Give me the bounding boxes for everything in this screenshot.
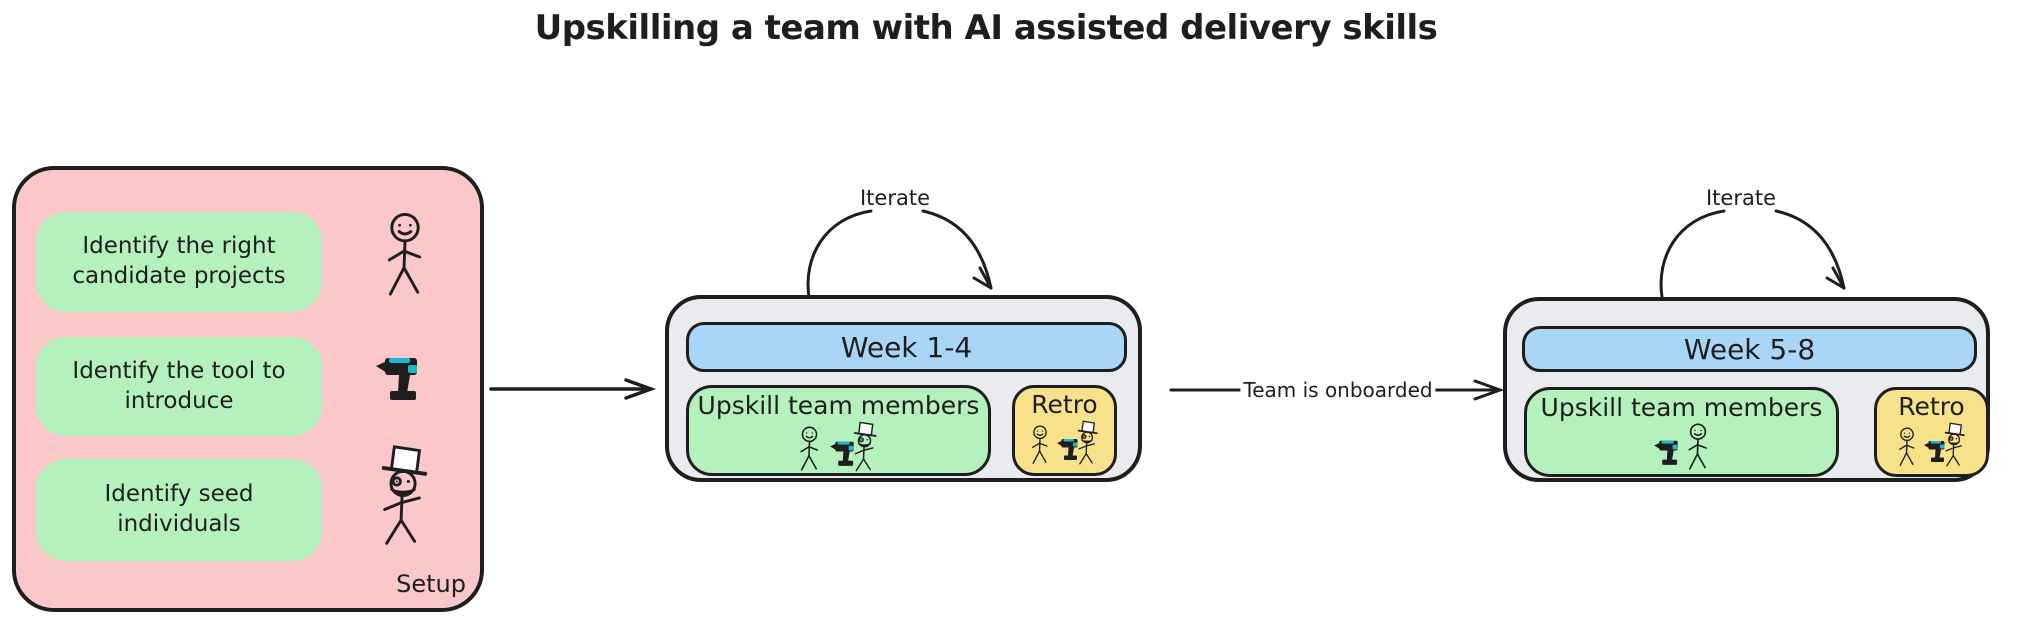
setup-item-identify-seeds: Identify seed individuals <box>36 459 322 561</box>
setup-group-label: Setup <box>396 570 466 598</box>
iterate-loop-arrow <box>1659 209 1846 299</box>
tophat-person-icon <box>376 443 432 549</box>
week-label: Week 1-4 <box>840 330 973 364</box>
phase2-card: Week 5-8 Upskill team members Retro <box>1503 297 1990 482</box>
setup-item-identify-tool: Identify the tool to introduce <box>36 337 322 436</box>
retro-icon-row <box>1897 422 1967 468</box>
week-banner: Week 1-4 <box>686 322 1127 372</box>
task-card: Upskill team members <box>1524 387 1839 477</box>
drill-icon <box>374 348 428 402</box>
drill-icon <box>1923 436 1950 463</box>
smiley-person-icon <box>798 426 821 473</box>
phase1-to-phase2-arrow: Team is onboarded <box>1168 374 1508 406</box>
iterate-label: Iterate <box>1705 186 1776 210</box>
retro-icon-row <box>1030 420 1100 466</box>
setup-item-label: Identify seed individuals <box>104 481 254 537</box>
week-label: Week 5-8 <box>1683 332 1816 366</box>
setup-item-identify-projects: Identify the right candidate projects <box>36 212 322 312</box>
iterate-label: Iterate <box>859 186 930 210</box>
smiley-person-icon <box>1897 427 1917 468</box>
setup-item-label: Identify the tool to introduce <box>72 357 286 414</box>
drill-icon <box>829 436 860 467</box>
retro-label: Retro <box>1031 390 1098 419</box>
page-title: Upskilling a team with AI assisted deliv… <box>534 8 1438 48</box>
setup-item-label: Identify the right candidate projects <box>72 233 286 289</box>
iterate-loop-arrow <box>806 209 993 299</box>
task-card: Upskill team members <box>686 385 991 476</box>
setup-to-phase1-arrow <box>489 378 657 400</box>
retro-card: Retro <box>1012 385 1117 476</box>
smiley-person-icon <box>1030 425 1050 466</box>
task-label: Upskill team members <box>697 391 980 420</box>
transition-label: Team is onboarded <box>1240 378 1436 402</box>
week-banner: Week 5-8 <box>1522 326 1977 372</box>
phase1-card: Week 1-4 Upskill team members Retro <box>665 295 1142 482</box>
smiley-person-icon <box>383 212 427 300</box>
task-label: Upskill team members <box>1540 393 1823 422</box>
drill-icon <box>1056 434 1083 461</box>
retro-label: Retro <box>1898 392 1965 421</box>
retro-card: Retro <box>1874 387 1989 477</box>
smiley-person-icon <box>1686 423 1710 472</box>
task-icon-row <box>798 421 879 473</box>
task-icon-row <box>1653 423 1710 472</box>
drill-icon <box>1653 435 1684 466</box>
